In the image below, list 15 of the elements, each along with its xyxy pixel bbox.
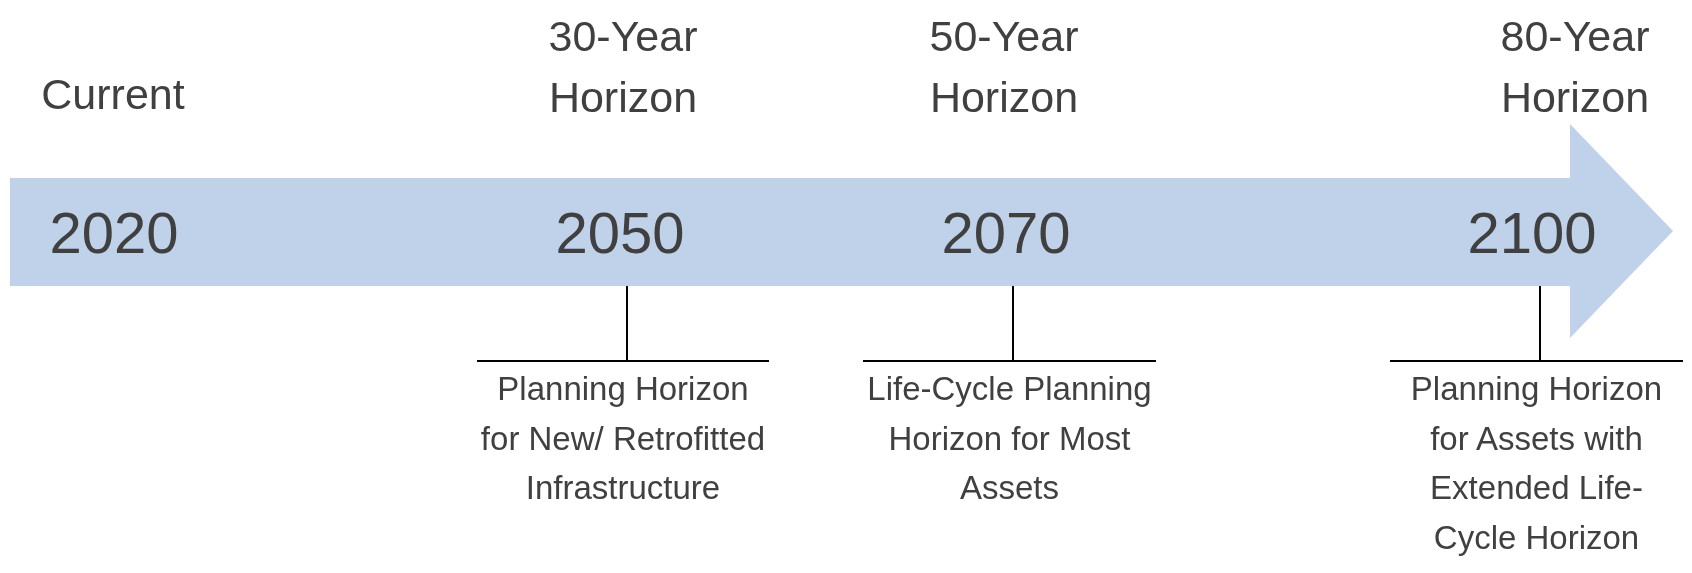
- horizon-label: 80-Year Horizon: [1499, 11, 1651, 124]
- horizon-label: Current: [40, 69, 186, 120]
- year-label: 2070: [941, 204, 1071, 262]
- leader-line: [1012, 285, 1014, 361]
- leader-line: [1539, 285, 1541, 361]
- timeline-arrow: [10, 124, 1673, 338]
- leader-line: [626, 285, 628, 361]
- horizon-label: 50-Year Horizon: [928, 11, 1080, 124]
- year-label: 2100: [1467, 204, 1597, 262]
- horizon-description: Planning Horizon for Assets with Extended Life-Cycle Horizon: [1409, 369, 1664, 558]
- horizon-label: 30-Year Horizon: [547, 11, 699, 124]
- horizon-description: Planning Horizon for New/ Retrofitted Infrastructure: [479, 369, 767, 508]
- horizon-description: Life-Cycle Planning Horizon for Most Assets: [866, 369, 1153, 508]
- year-label: 2050: [555, 204, 685, 262]
- year-label: 2020: [49, 204, 179, 262]
